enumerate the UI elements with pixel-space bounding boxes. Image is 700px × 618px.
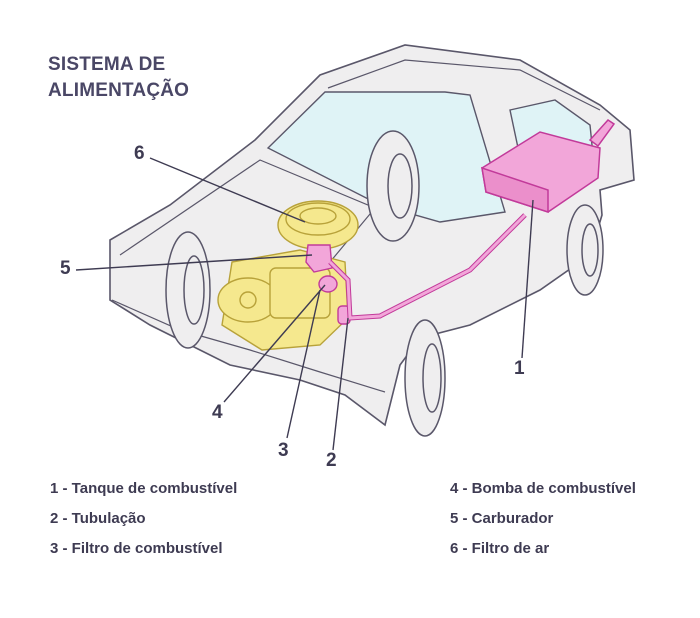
fuel-pump xyxy=(318,275,338,293)
fuel-tank xyxy=(481,119,616,214)
front-left-wheel xyxy=(165,231,211,349)
air-filter xyxy=(277,200,359,250)
legend-item-4: 4 - Bomba de combustível xyxy=(450,480,636,497)
title-line-2: ALIMENTAÇÃO xyxy=(48,80,190,101)
callout-3: 3 xyxy=(278,440,289,461)
roof-line xyxy=(327,59,601,111)
legend-item-5: 5 - Carburador xyxy=(450,510,554,527)
front-right-wheel xyxy=(366,130,420,242)
callout-1: 1 xyxy=(514,358,525,379)
callout-6: 6 xyxy=(134,143,145,164)
rear-right-wheel xyxy=(566,204,604,296)
callout-4: 4 xyxy=(212,402,223,423)
legend-item-1: 1 - Tanque de combustível xyxy=(50,480,238,497)
rear-left-wheel xyxy=(404,319,446,437)
diagram-title: SISTEMA DE ALIMENTAÇÃO xyxy=(48,52,189,104)
callout-5: 5 xyxy=(60,258,71,279)
engine xyxy=(217,249,349,351)
callout-lines xyxy=(75,157,534,451)
carburetor xyxy=(305,244,333,273)
legend-item-3: 3 - Filtro de combustível xyxy=(50,540,223,557)
legend-item-2: 2 - Tubulação xyxy=(50,510,146,527)
title-line-1: SISTEMA DE xyxy=(48,54,166,75)
legend-item-6: 6 - Filtro de ar xyxy=(450,540,550,557)
callout-2: 2 xyxy=(326,450,337,471)
